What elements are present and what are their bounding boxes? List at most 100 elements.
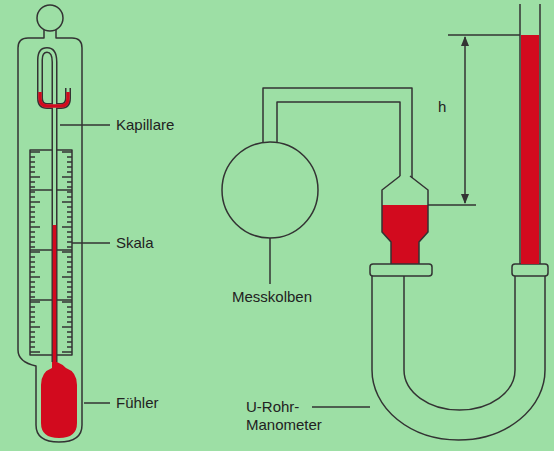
scale-tick xyxy=(67,291,72,293)
scale-tick xyxy=(30,326,40,328)
scale-tick xyxy=(67,336,72,338)
thermometer-knob xyxy=(37,5,63,31)
part-label: Skala xyxy=(116,234,154,252)
scale-tick xyxy=(30,171,35,173)
scale-tick xyxy=(67,221,72,223)
scale-tick xyxy=(30,331,35,333)
dimension-arrow xyxy=(464,37,466,203)
leader-line xyxy=(269,238,271,284)
scale-tick xyxy=(30,201,40,203)
scale-tick xyxy=(67,246,72,248)
scale-tick xyxy=(67,286,72,288)
arrowhead xyxy=(461,36,469,46)
part-label: U-Rohr- Manometer xyxy=(246,398,336,434)
scale-tick xyxy=(67,341,72,343)
scale-tick xyxy=(67,331,72,333)
scale-tick xyxy=(67,171,72,173)
scale-plate xyxy=(30,150,72,355)
leader-line xyxy=(312,406,370,408)
scale-tick xyxy=(30,231,35,233)
u-tube-fluid xyxy=(40,92,68,106)
scale-tick xyxy=(62,301,72,303)
scale-tick xyxy=(67,156,72,158)
scale-tick xyxy=(30,261,35,263)
scale-tick xyxy=(30,251,40,253)
part-label: Messkolben xyxy=(232,288,312,306)
scale-division xyxy=(30,299,72,301)
riser-tube xyxy=(520,4,540,264)
scale-tick xyxy=(67,316,72,318)
leader-line xyxy=(84,402,110,404)
measuring-flask xyxy=(222,142,318,238)
scale-tick xyxy=(30,281,35,283)
scale-tick xyxy=(67,206,72,208)
scale-tick xyxy=(62,201,72,203)
scale-tick xyxy=(30,221,35,223)
arrowhead xyxy=(461,194,469,204)
scale-tick xyxy=(67,166,72,168)
u-tube xyxy=(404,276,515,410)
scale-tick xyxy=(67,236,72,238)
scale-tick xyxy=(67,181,72,183)
scale-tick xyxy=(30,196,35,198)
scale-tick xyxy=(67,161,72,163)
scale-tick xyxy=(67,196,72,198)
scale-tick xyxy=(30,156,35,158)
scale-tick xyxy=(30,226,40,228)
scale-tick xyxy=(30,286,35,288)
scale-tick xyxy=(67,231,72,233)
scale-tick xyxy=(30,306,35,308)
scale-tick xyxy=(30,216,35,218)
scale-tick xyxy=(30,346,35,348)
scale-tick xyxy=(62,226,72,228)
connecting-tube xyxy=(277,102,400,176)
scale-tick xyxy=(67,266,72,268)
scale-tick xyxy=(30,256,35,258)
scale-tick xyxy=(30,301,40,303)
scale-tick xyxy=(67,261,72,263)
scale-tick xyxy=(62,326,72,328)
manometer-fluid xyxy=(521,35,539,264)
part-label: Kapillare xyxy=(116,116,174,134)
scale-tick xyxy=(30,186,35,188)
scale-tick xyxy=(30,296,35,298)
scale-tick xyxy=(67,271,72,273)
scale-tick xyxy=(62,351,72,353)
scale-tick xyxy=(62,251,72,253)
manometer-fluid xyxy=(370,205,440,275)
leader-line xyxy=(60,124,110,126)
scale-tick xyxy=(30,291,35,293)
dimension-label: h xyxy=(438,98,446,116)
dimension-line xyxy=(448,34,520,36)
scale-division xyxy=(30,189,72,191)
tube-collar xyxy=(370,264,432,276)
scale-tick xyxy=(30,236,35,238)
manometer-reservoir xyxy=(382,176,428,264)
scale-tick xyxy=(30,271,35,273)
scale-ticks xyxy=(30,152,72,352)
scale-tick xyxy=(30,341,35,343)
scale-tick xyxy=(67,306,72,308)
capillary-fluid xyxy=(53,225,57,365)
dimension-line xyxy=(428,204,476,206)
scale-tick xyxy=(30,351,40,353)
scale-tick xyxy=(67,186,72,188)
scale-tick xyxy=(30,276,40,278)
part-label: Fühler xyxy=(116,394,159,412)
thermometer-body xyxy=(18,30,82,442)
scale-tick xyxy=(30,246,35,248)
scale-tick xyxy=(62,151,72,153)
scale-tick xyxy=(67,211,72,213)
scale-tick xyxy=(67,281,72,283)
sensor-bulb xyxy=(41,362,77,438)
scale-tick xyxy=(30,166,35,168)
scale-tick xyxy=(30,266,35,268)
leader-line xyxy=(72,242,110,244)
scale-tick xyxy=(30,176,40,178)
scale-tick xyxy=(67,346,72,348)
scale-tick xyxy=(30,321,35,323)
scale-tick xyxy=(67,256,72,258)
scale-tick xyxy=(30,151,40,153)
scale-tick xyxy=(62,176,72,178)
